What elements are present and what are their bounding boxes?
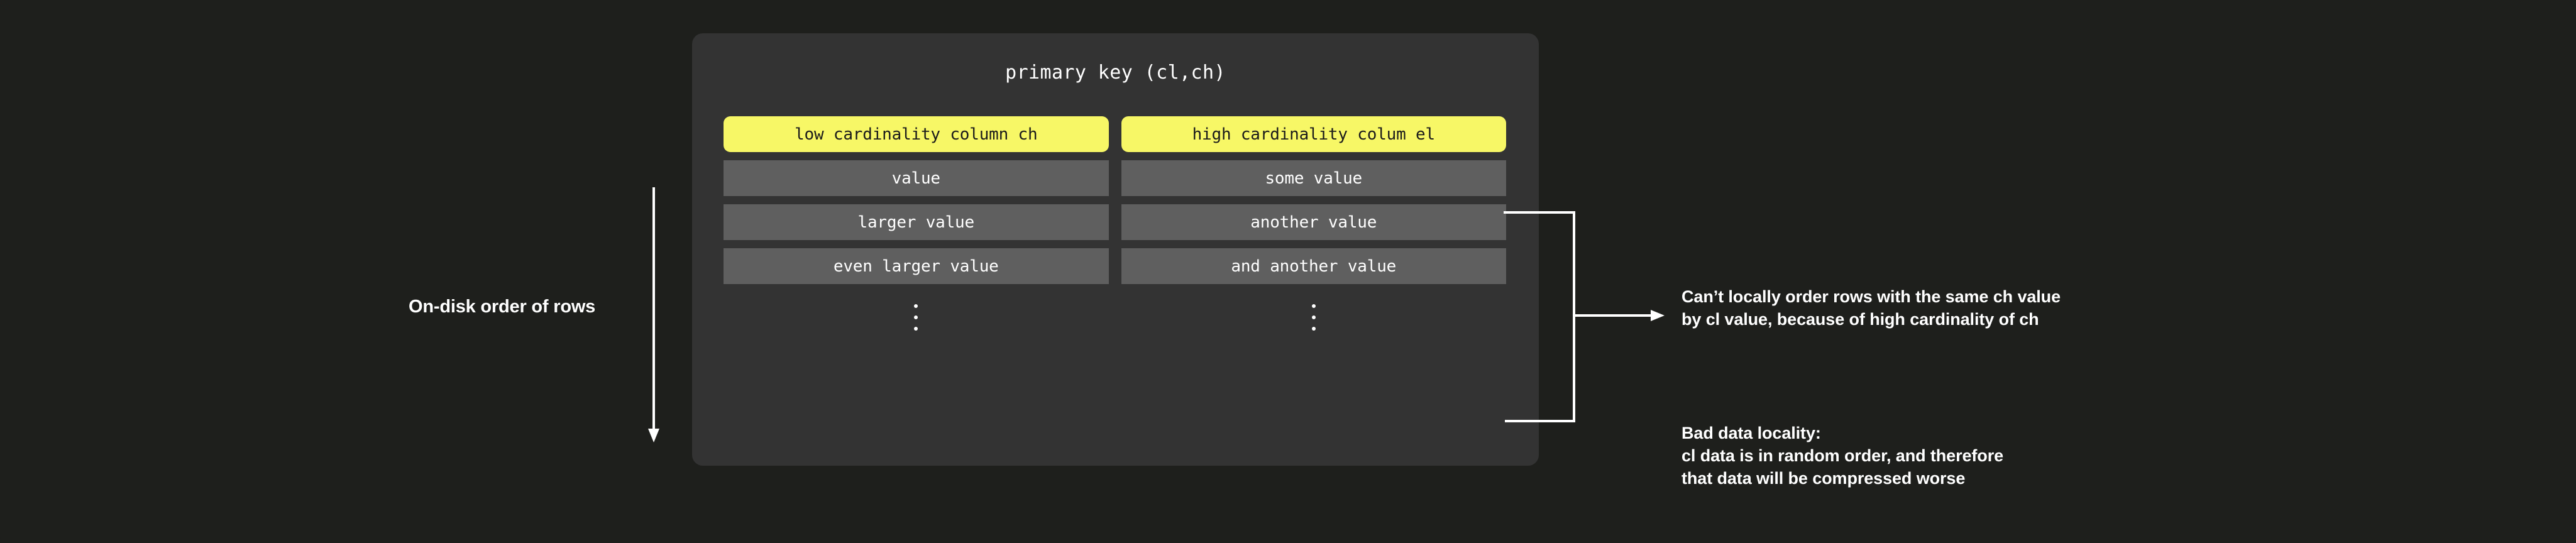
on-disk-order-label: On-disk order of rows <box>409 297 596 317</box>
table-cell: and another value <box>1121 248 1506 284</box>
locality-note: Bad data locality: cl data is in random … <box>1682 424 2004 488</box>
table-cell: some value <box>1121 160 1506 196</box>
bracket-connector <box>1504 211 1665 422</box>
card-title: primary key (cl,ch) <box>1005 62 1226 84</box>
vertical-ellipsis-icon <box>724 292 1109 337</box>
column-grid: low cardinality column ch value larger v… <box>724 116 1506 337</box>
table-cell: even larger value <box>724 248 1109 284</box>
arrow-down-icon <box>648 187 659 442</box>
column-header-ch: low cardinality column ch <box>724 116 1109 152</box>
column-high-cardinality: high cardinality colum el some value ano… <box>1121 116 1507 337</box>
primary-key-card: primary key (cl,ch) low cardinality colu… <box>692 33 1539 466</box>
column-low-cardinality: low cardinality column ch value larger v… <box>724 116 1109 337</box>
table-cell: larger value <box>724 204 1109 240</box>
table-cell: another value <box>1121 204 1506 240</box>
table-cell: value <box>724 160 1109 196</box>
vertical-ellipsis-icon <box>1121 292 1507 337</box>
column-header-el: high cardinality colum el <box>1121 116 1506 152</box>
ordering-note: Can’t locally order rows with the same c… <box>1682 287 2061 329</box>
